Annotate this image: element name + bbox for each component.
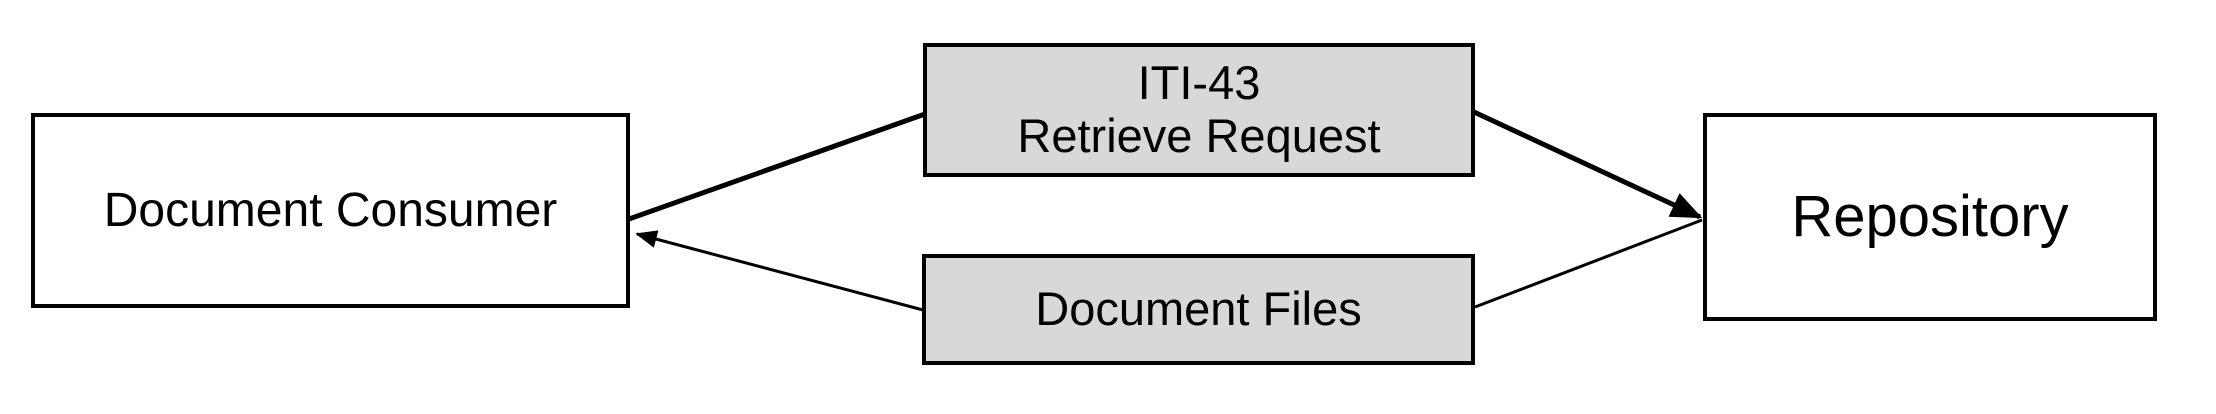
document-consumer-label: Document Consumer — [103, 183, 558, 237]
iti43-retrieve-request-label: ITI-43 Retrieve Request — [1017, 56, 1381, 162]
document-consumer-actor-box: Document Consumer — [31, 113, 630, 308]
repository-actor-box: Repository — [1703, 113, 2157, 321]
retrieve-request-arrow-right-segment — [1472, 109, 1703, 220]
document-files-label: Document Files — [1035, 282, 1362, 336]
document-files-transaction-box: Document Files — [922, 254, 1475, 365]
repository-label: Repository — [1791, 183, 2069, 249]
retrieve-request-arrow-left-segment — [628, 111, 926, 222]
iti43-retrieve-request-transaction-box: ITI-43 Retrieve Request — [923, 43, 1475, 177]
document-files-arrow-right-segment — [1474, 218, 1703, 309]
document-files-arrow-left-segment — [635, 230, 924, 312]
